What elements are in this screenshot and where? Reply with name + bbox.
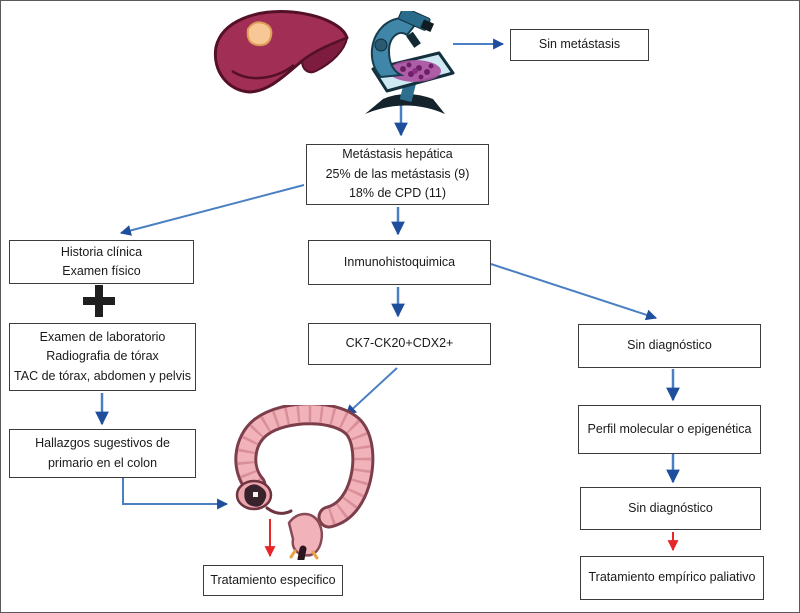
node-label: Sin diagnóstico [627,338,712,353]
node-label: Tratamiento especifico [210,572,336,587]
node-label: 18% de CPD (11) [348,186,447,201]
node-sin-metastasis: Sin metástasis [510,29,649,61]
node-label: Examen de laboratorio [39,329,166,344]
node-sin-diagnostico-2: Sin diagnóstico [580,487,761,530]
node-label: Historia clínica [60,244,143,259]
node-label: Inmunohistoquimica [343,254,456,269]
liver-icon [213,10,349,94]
node-label: Tratamiento empírico paliativo [588,570,756,585]
node-ck7-ck20-cdx2: CK7-CK20+CDX2+ [308,323,491,365]
node-label: TAC de tórax, abdomen y pelvis [14,368,191,383]
node-label: Sin metástasis [538,37,621,52]
microscope-icon [365,11,455,114]
liver-tumor-spot [246,21,273,47]
node-label: Metástasis hepática [342,147,453,162]
node-perfil-molecular: Perfil molecular o epigenética [578,405,761,454]
node-sin-diagnostico-1: Sin diagnóstico [578,324,761,368]
arrow-hallazgos-to-colon [122,478,229,510]
node-label: CK7-CK20+CDX2+ [345,336,454,351]
node-hallazgos: Hallazgos sugestivos de primario en el c… [9,429,196,478]
node-historia-clinica: Historia clínica Examen físico [9,240,194,284]
node-tratamiento-especifico: Tratamiento especifico [203,565,343,596]
node-label: Hallazgos sugestivos de [35,436,170,451]
node-label: primario en el colon [47,455,158,470]
node-label: Radiografia de tórax [46,349,159,364]
colon-icon [234,405,375,560]
node-label: Examen físico [62,264,141,278]
arrow-metastasis-to-historia [119,184,305,236]
node-examen-laboratorio: Examen de laboratorio Radiografia de tór… [9,323,196,391]
node-tratamiento-empirico: Tratamiento empírico paliativo [580,556,764,600]
node-metastasis-hepatica: Metástasis hepática 25% de las metástasi… [306,144,489,205]
node-label: Sin diagnóstico [628,500,713,515]
arrow-inmunohistoquimica-to-sin-diagnostico [490,263,658,321]
node-label: Perfil molecular o epigenética [587,421,752,436]
node-inmunohistoquimica: Inmunohistoquimica [308,240,491,285]
plus-icon [83,285,115,317]
node-label: 25% de las metástasis (9) [325,166,470,181]
